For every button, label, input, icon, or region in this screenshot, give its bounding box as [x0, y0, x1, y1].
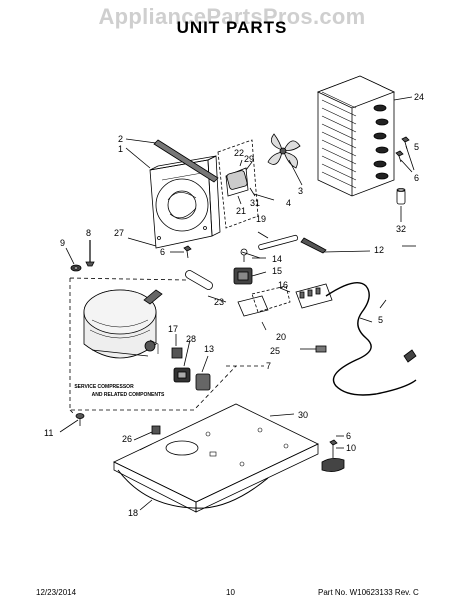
watermark: AppliancePartsPros.com — [98, 4, 366, 29]
callout-18: 18 — [128, 508, 138, 518]
wire-connector[interactable] — [300, 345, 327, 353]
fan-motor-bracket[interactable] — [217, 139, 259, 229]
base-pan[interactable] — [113, 403, 319, 513]
condenser-coil[interactable] — [316, 75, 413, 197]
fan-shroud[interactable] — [149, 155, 221, 249]
callout-labels: 24 2 1 22 29 3 31 21 4 5 6 32 9 8 27 6 1… — [44, 92, 424, 518]
callout-6-foot: 6 — [346, 431, 351, 441]
callout-19: 19 — [256, 214, 266, 224]
leveling-foot[interactable] — [321, 435, 345, 472]
callout-12: 12 — [374, 245, 384, 255]
callout-14: 14 — [272, 254, 282, 264]
callout-9: 9 — [60, 238, 65, 248]
control-bracket[interactable] — [237, 283, 333, 331]
callout-28: 28 — [186, 334, 196, 344]
callout-29: 29 — [244, 154, 254, 164]
overload-protector[interactable] — [171, 334, 183, 359]
base-wire[interactable] — [117, 469, 269, 511]
callout-22: 22 — [234, 148, 244, 158]
shroud-screw[interactable] — [170, 245, 192, 259]
callout-15: 15 — [272, 266, 282, 276]
spacer[interactable] — [396, 188, 406, 223]
coil-screws[interactable] — [395, 136, 415, 173]
callout-4: 4 — [286, 198, 291, 208]
service-note-line1: SERVICE COMPRESSOR — [74, 384, 134, 390]
callout-30: 30 — [298, 410, 308, 420]
callout-21: 21 — [236, 206, 246, 216]
footer-date: 12/23/2014 — [36, 588, 77, 597]
callout-7: 7 — [266, 361, 271, 371]
callout-23: 23 — [214, 297, 224, 307]
callout-8: 8 — [86, 228, 91, 238]
service-boundary — [69, 277, 237, 415]
callout-25: 25 — [270, 346, 280, 356]
callout-17: 17 — [168, 324, 178, 334]
compressor-grommet[interactable] — [59, 413, 85, 433]
service-note-line2: AND RELATED COMPONENTS — [92, 392, 165, 398]
power-cord[interactable] — [325, 282, 417, 396]
drain-plug[interactable] — [133, 425, 161, 441]
footer-page-number: 10 — [226, 588, 235, 597]
filter-drier[interactable] — [184, 269, 227, 303]
mounting-bracket[interactable] — [300, 237, 371, 254]
callout-24: 24 — [414, 92, 424, 102]
callout-16: 16 — [278, 280, 288, 290]
callout-11: 11 — [44, 428, 53, 438]
compressor[interactable] — [83, 289, 163, 359]
callout-3: 3 — [298, 186, 303, 196]
callout-2: 2 — [118, 134, 123, 144]
terminal-cover[interactable] — [195, 355, 211, 391]
callout-10: 10 — [346, 443, 356, 453]
callout-20: 20 — [276, 332, 286, 342]
callout-6-coil: 6 — [414, 173, 419, 183]
callout-5-top: 5 — [414, 142, 419, 152]
callout-1: 1 — [118, 144, 123, 154]
callout-13: 13 — [204, 344, 214, 354]
panel-screw[interactable] — [85, 240, 95, 267]
footer-part-number: Part No. W10623133 Rev. C — [318, 588, 419, 597]
callout-26: 26 — [122, 434, 132, 444]
callout-5: 5 — [378, 315, 383, 325]
drain-tube[interactable] — [257, 231, 299, 251]
fan-blade[interactable] — [267, 133, 303, 186]
callout-31: 31 — [250, 198, 260, 208]
callout-27: 27 — [114, 228, 124, 238]
callout-32: 32 — [396, 224, 406, 234]
start-relay[interactable] — [173, 339, 191, 383]
relay-cover[interactable] — [233, 248, 267, 285]
page-title: UNIT PARTS — [176, 18, 288, 37]
grommet[interactable] — [65, 247, 82, 272]
callout-6-shroud: 6 — [160, 247, 165, 257]
